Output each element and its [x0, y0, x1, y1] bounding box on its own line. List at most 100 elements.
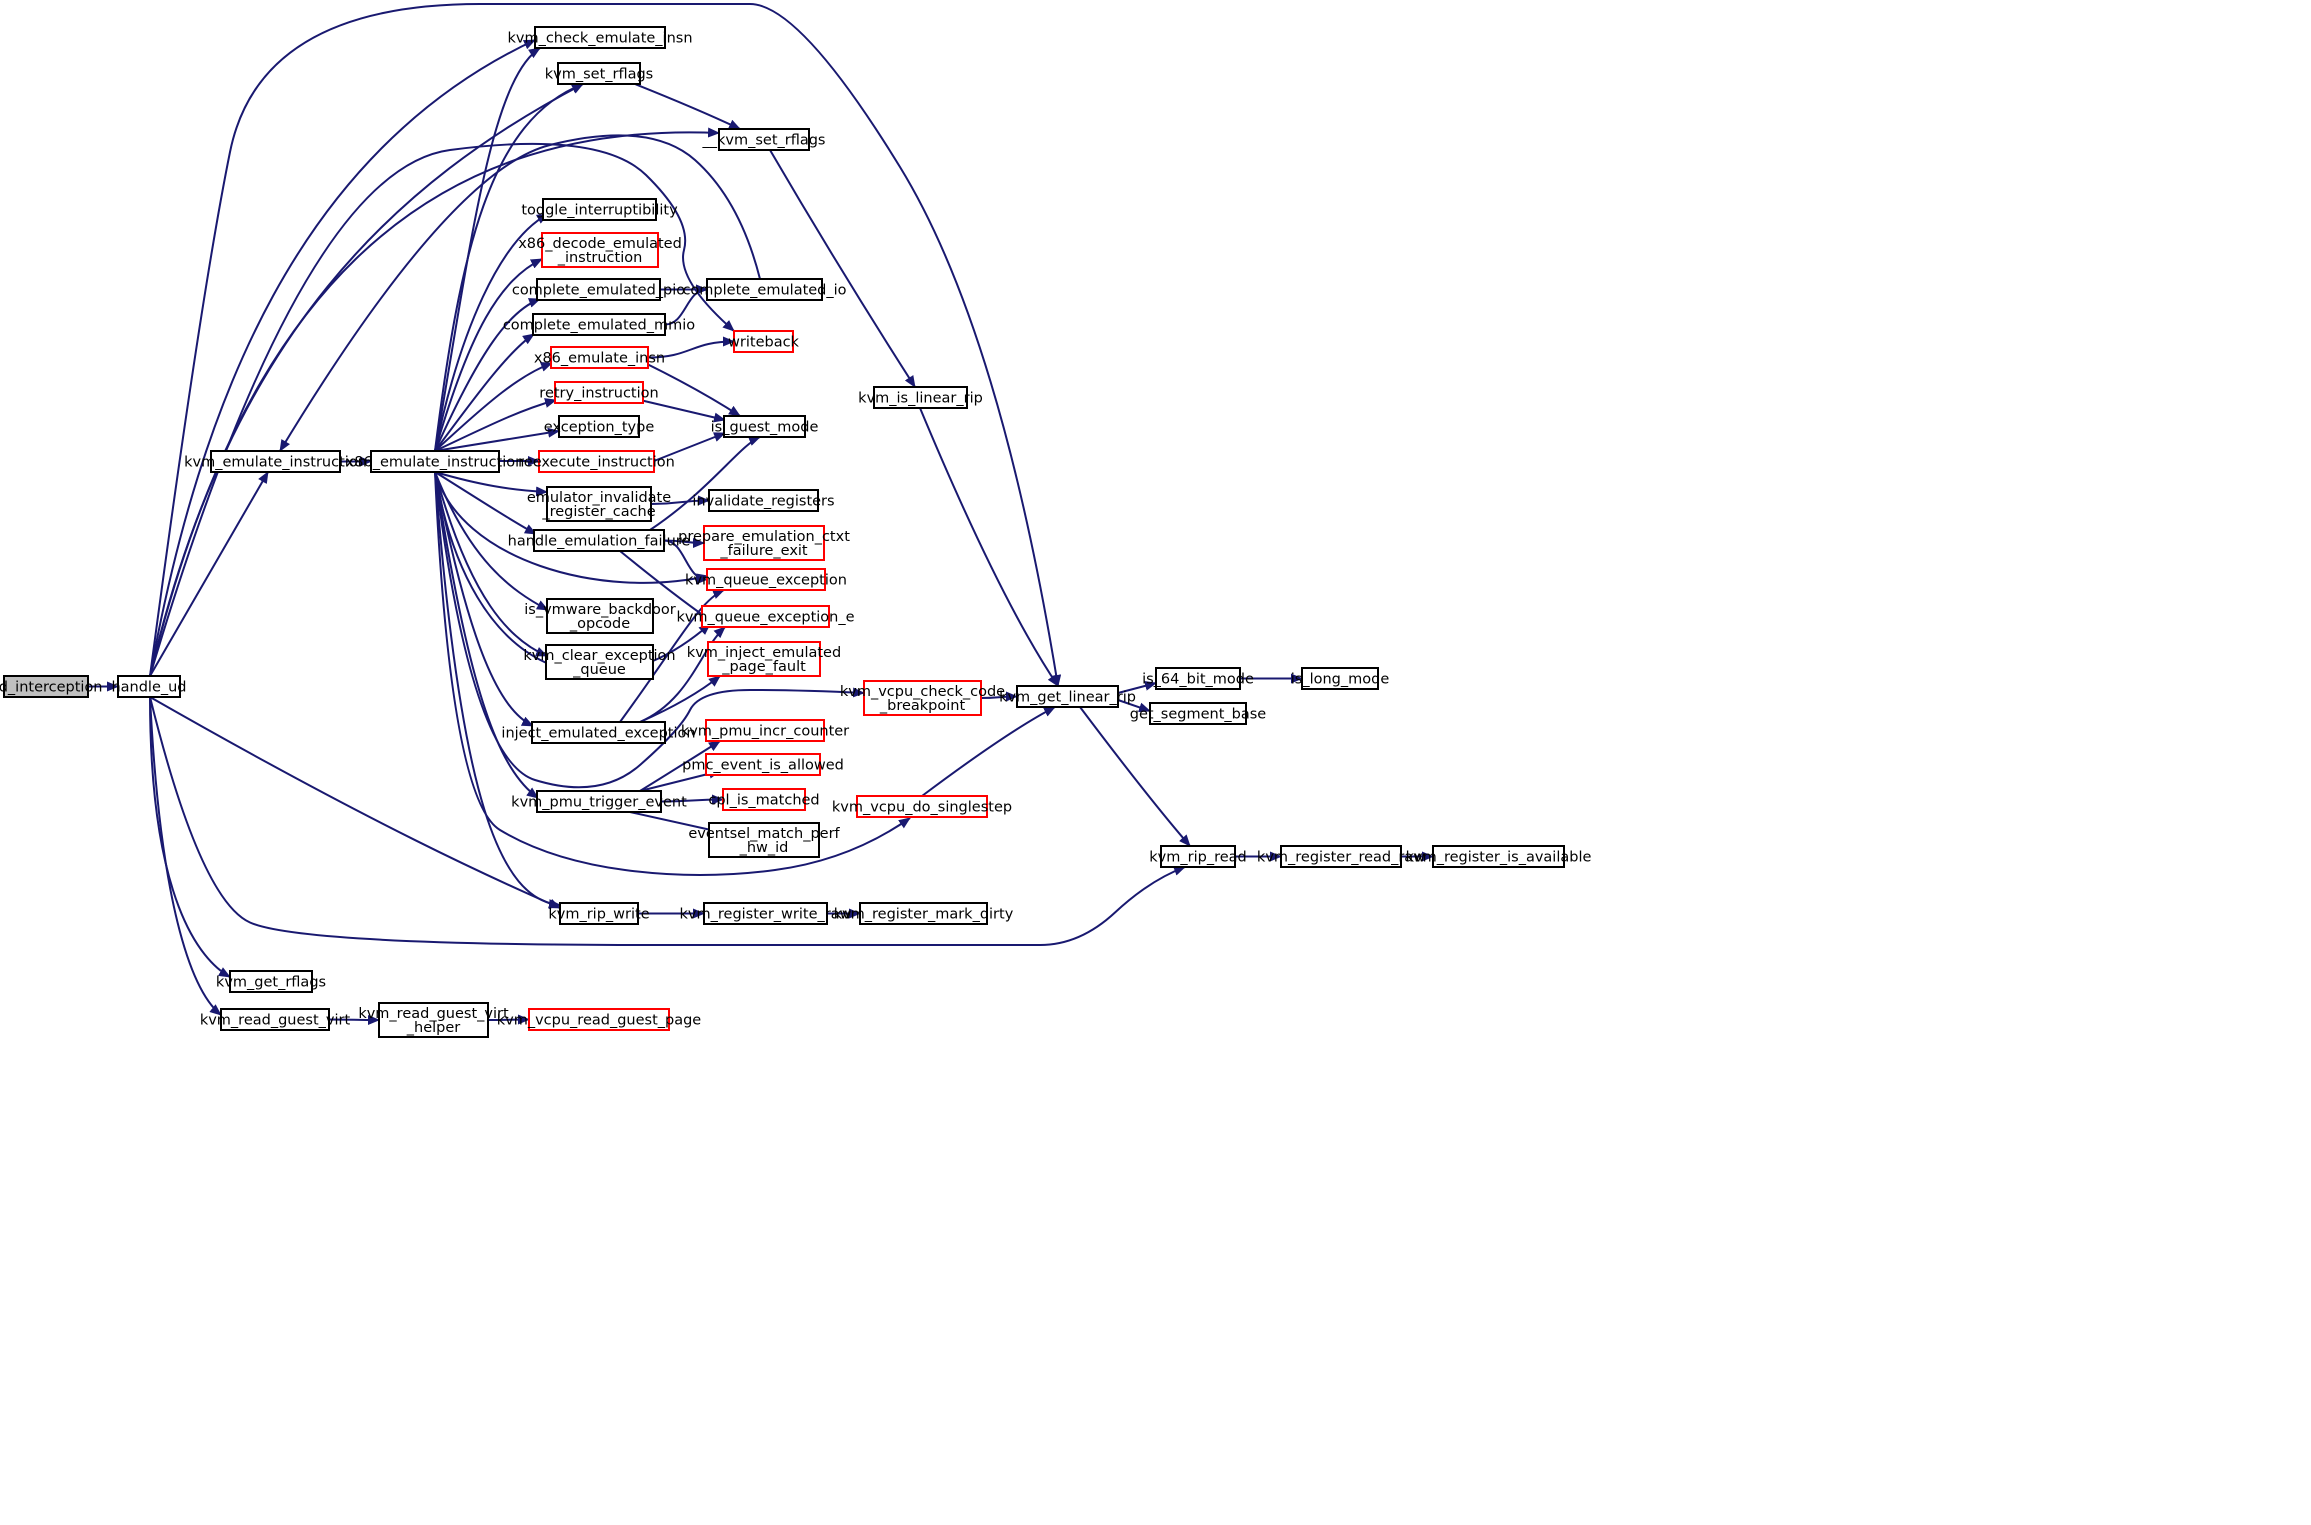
node-label-kvm_register_mark_dirty: kvm_register_mark_dirty — [834, 907, 1014, 923]
edge-kvm_pmu_trigger_event-to-eventsel_match_perf_hw_id — [629, 811, 721, 835]
node-label-handle_ud: handle_ud — [111, 680, 186, 696]
node-handle_ud[interactable]: handle_ud — [111, 675, 187, 698]
edge-x86_emulate_instruction-to-kvm_queue_exception — [434, 471, 709, 584]
node-label-x86_decode_emulated_instruction-line-1: x86_decode_emulated — [518, 236, 682, 252]
edge-x86_emulate_instruction-to-kvm_pmu_trigger_event — [434, 471, 539, 799]
node-eventsel_match_perf_hw_id[interactable]: eventsel_match_perf_hw_id — [688, 822, 841, 858]
node-label-invalidate_registers: invalidate_registers — [692, 494, 834, 510]
node-box-pmc_event_is_allowed — [705, 753, 821, 776]
node-box-get_segment_base — [1149, 702, 1247, 725]
node-handle_emulation_failure[interactable]: handle_emulation_failure — [508, 529, 691, 552]
node-kvm_queue_exception[interactable]: kvm_queue_exception — [685, 568, 847, 591]
node-retry_instruction[interactable]: retry_instruction — [539, 381, 659, 404]
edge-kvm_get_linear_rip-to-is_64_bit_mode — [1117, 680, 1157, 694]
node-writeback[interactable]: writeback — [728, 330, 800, 353]
edge-inject_emulated_exception-to-kvm_queue_exception_e — [639, 626, 726, 723]
node-kvm_read_guest_virt_helper[interactable]: kvm_read_guest_virt_helper — [358, 1002, 509, 1038]
node-emulator_invalidate_register_cache[interactable]: emulator_invalidate_register_cache — [527, 486, 671, 522]
node-is_guest_mode[interactable]: is_guest_mode — [711, 415, 819, 438]
node-box-kvm_pmu_incr_counter — [705, 719, 825, 742]
node-label-kvm_clear_exception_queue-line-1: kvm_clear_exception — [523, 648, 675, 664]
node-kvm_emulate_instruction[interactable]: kvm_emulate_instruction — [184, 450, 367, 473]
node-box-kvm_read_guest_virt — [220, 1008, 330, 1031]
node-box-kvm_get_linear_rip — [1016, 685, 1119, 708]
node-kvm_register_mark_dirty[interactable]: kvm_register_mark_dirty — [834, 902, 1014, 925]
node-kvm_read_guest_virt[interactable]: kvm_read_guest_virt — [200, 1008, 351, 1031]
node-x86_emulate_instruction[interactable]: x86_emulate_instruction — [346, 450, 525, 473]
edge-kvm_read_guest_virt-to-kvm_read_guest_virt_helper — [328, 1014, 380, 1025]
edge-x86_emulate_instruction-to-kvm_vcpu_do_singlestep — [434, 471, 911, 876]
node-complete_emulated_io[interactable]: complete_emulated_io — [682, 278, 847, 301]
node-kvm_clear_exception_queue[interactable]: kvm_clear_exception_queue — [523, 644, 676, 680]
node-kvm_vcpu_check_code_breakpoint[interactable]: kvm_vcpu_check_code_breakpoint — [840, 680, 1005, 716]
node-kvm_rip_write[interactable]: kvm_rip_write — [548, 902, 650, 925]
edge-kvm_get_linear_rip-to-kvm_rip_read — [1079, 706, 1191, 847]
node-label-is_vmware_backdoor_opcode-line-2: _opcode — [569, 616, 630, 632]
node-label-x86_decode_emulated_instruction-line-2: _instruction — [557, 250, 643, 266]
node-box-complete_emulated_io — [706, 278, 823, 301]
edge-kvm_vcpu_do_singlestep-to-kvm_get_linear_rip — [921, 706, 1056, 797]
node-box-cpl_is_matched — [722, 788, 806, 811]
node-kvm_vcpu_read_guest_page[interactable]: kvm_vcpu_read_guest_page — [497, 1008, 702, 1031]
node-label-retry_instruction: retry_instruction — [539, 386, 658, 402]
node-label-complete_emulated_io: complete_emulated_io — [682, 283, 846, 299]
node-kvm_register_write_raw[interactable]: kvm_register_write_raw — [680, 902, 852, 925]
node-label-toggle_interruptibility: toggle_interruptibility — [521, 203, 678, 219]
node-kvm_queue_exception_e[interactable]: kvm_queue_exception_e — [676, 605, 855, 628]
node-box-kvm_register_read_raw — [1280, 845, 1402, 868]
node-reexecute_instruction[interactable]: reexecute_instruction — [518, 450, 675, 473]
node-toggle_interruptibility[interactable]: toggle_interruptibility — [521, 198, 678, 221]
node-x86_emulate_insn[interactable]: x86_emulate_insn — [534, 346, 665, 369]
node-box-is_64_bit_mode — [1155, 667, 1241, 690]
node-box-complete_emulated_pio — [536, 278, 661, 301]
node-label-is_vmware_backdoor_opcode-line-1: is_vmware_backdoor — [524, 602, 676, 618]
node-cpl_is_matched[interactable]: cpl_is_matched — [708, 788, 820, 811]
node-label-emulator_invalidate_register_cache-line-1: emulator_invalidate — [527, 490, 671, 506]
node-box-kvm_read_guest_virt_helper — [378, 1002, 489, 1038]
node-complete_emulated_pio[interactable]: complete_emulated_pio — [512, 278, 685, 301]
node-is_long_mode[interactable]: is_long_mode — [1291, 667, 1390, 690]
node-label-kvm_read_guest_virt_helper-line-1: kvm_read_guest_virt — [358, 1006, 509, 1022]
node-kvm_check_emulate_insn[interactable]: kvm_check_emulate_insn — [507, 26, 693, 49]
node-label-pmc_event_is_allowed: pmc_event_is_allowed — [682, 758, 844, 774]
node-box-kvm_register_is_available — [1432, 845, 1565, 868]
node-label-reexecute_instruction: reexecute_instruction — [518, 455, 675, 471]
edge-x86_emulate_instruction-to-toggle_interruptibility — [434, 213, 549, 452]
node-kvm_get_linear_rip[interactable]: kvm_get_linear_rip — [999, 685, 1136, 708]
node-label-kvm_clear_exception_queue-line-2: _queue — [572, 662, 626, 678]
edge-kvm_pmu_trigger_event-to-kvm_pmu_incr_counter — [639, 740, 721, 792]
node-is_64_bit_mode[interactable]: is_64_bit_mode — [1142, 667, 1254, 690]
node-kvm_get_rflags[interactable]: kvm_get_rflags — [216, 970, 326, 993]
node-label-kvm_queue_exception_e: kvm_queue_exception_e — [676, 610, 854, 626]
node-kvm_register_read_raw[interactable]: kvm_register_read_raw — [1257, 845, 1425, 868]
node-kvm_pmu_incr_counter[interactable]: kvm_pmu_incr_counter — [681, 719, 849, 742]
node-kvm_set_rflags[interactable]: kvm_set_rflags — [545, 62, 654, 85]
node-is_vmware_backdoor_opcode[interactable]: is_vmware_backdoor_opcode — [524, 598, 676, 634]
node-box-__kvm_set_rflags — [718, 128, 810, 151]
node-kvm_is_linear_rip[interactable]: kvm_is_linear_rip — [858, 386, 983, 409]
node-complete_emulated_mmio[interactable]: complete_emulated_mmio — [503, 313, 695, 336]
node-label-kvm_set_rflags: kvm_set_rflags — [545, 67, 654, 83]
node-__kvm_set_rflags[interactable]: __kvm_set_rflags — [701, 128, 826, 151]
node-kvm_register_is_available[interactable]: kvm_register_is_available — [1406, 845, 1592, 868]
node-get_segment_base[interactable]: get_segment_base — [1130, 702, 1267, 725]
node-box-handle_emulation_failure — [533, 529, 665, 552]
node-label-kvm_vcpu_check_code_breakpoint-line-1: kvm_vcpu_check_code — [840, 684, 1005, 700]
node-x86_decode_emulated_instruction[interactable]: x86_decode_emulated_instruction — [518, 232, 682, 268]
node-kvm_vcpu_do_singlestep[interactable]: kvm_vcpu_do_singlestep — [832, 795, 1012, 818]
node-exception_type[interactable]: exception_type — [544, 415, 655, 438]
node-ud_interception[interactable]: ud_interception — [0, 675, 102, 698]
edge-inject_emulated_exception-to-kvm_queue_exception — [619, 589, 725, 723]
node-label-prepare_emulation_ctxt_failure_exit-line-2: _failure_exit — [719, 543, 808, 559]
node-label-kvm_register_is_available: kvm_register_is_available — [1406, 850, 1592, 866]
node-kvm_rip_read[interactable]: kvm_rip_read — [1149, 845, 1247, 868]
node-kvm_pmu_trigger_event[interactable]: kvm_pmu_trigger_event — [511, 790, 687, 813]
node-prepare_emulation_ctxt_failure_exit[interactable]: prepare_emulation_ctxt_failure_exit — [678, 525, 850, 561]
node-pmc_event_is_allowed[interactable]: pmc_event_is_allowed — [682, 753, 844, 776]
node-box-kvm_rip_write — [559, 902, 639, 925]
node-invalidate_registers[interactable]: invalidate_registers — [692, 489, 835, 512]
node-inject_emulated_exception[interactable]: inject_emulated_exception — [501, 721, 696, 744]
node-kvm_inject_emulated_page_fault[interactable]: kvm_inject_emulated_page_fault — [687, 641, 841, 677]
